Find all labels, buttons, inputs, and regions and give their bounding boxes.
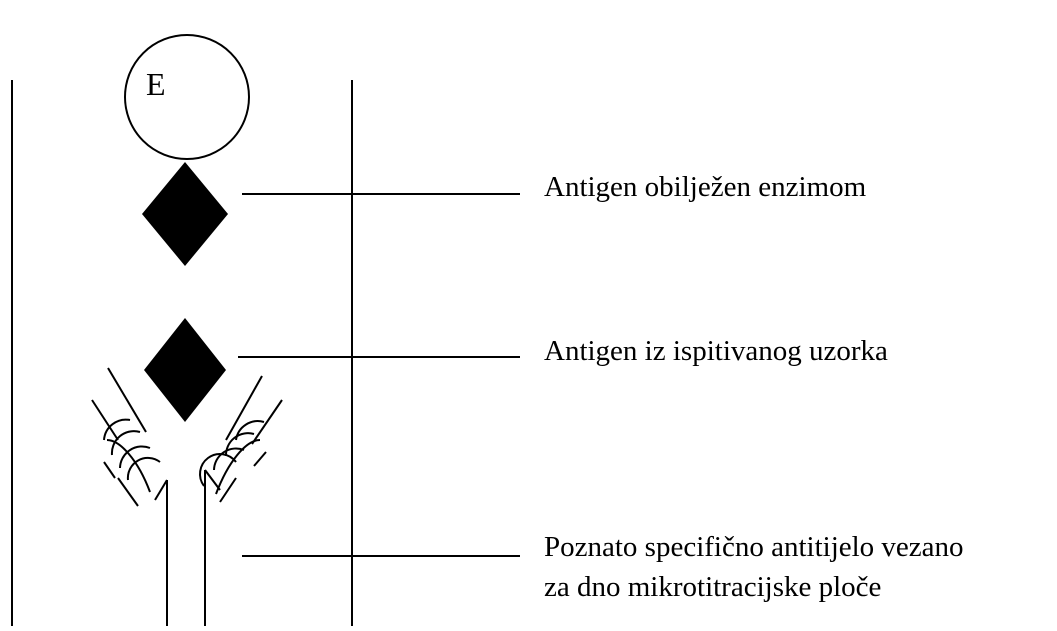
enzyme-circle <box>124 34 250 160</box>
label-antibody-line-2: za dno mikrotitracijske ploče <box>544 571 881 603</box>
label-sample-antigen: Antigen iz ispitivanog uzorka <box>544 335 888 367</box>
antibody-right-arm <box>199 375 283 503</box>
antibody-left-arm <box>91 367 168 507</box>
label-enzyme-labeled-antigen: Antigen obilježen enzimom <box>544 171 867 203</box>
enzyme-labeled-antigen-diamond <box>142 162 228 266</box>
label-antibody-line-1: Poznato specifično antitijelo vezano <box>544 531 964 563</box>
sample-antigen-diamond <box>144 318 226 422</box>
enzyme-letter: E <box>146 66 166 102</box>
